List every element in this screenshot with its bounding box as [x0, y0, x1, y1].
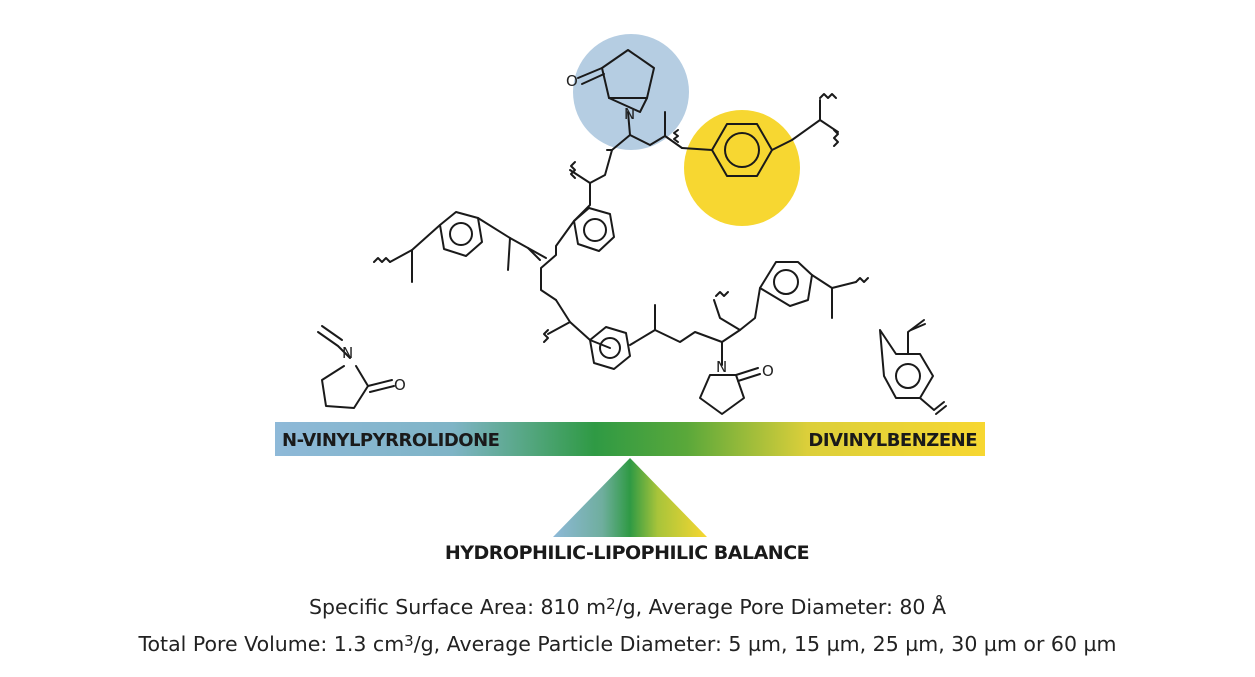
oxygen-atom-monomer: O [394, 376, 406, 394]
specs-line-1-prefix: Specific Surface Area: 810 m [308, 595, 607, 619]
specs-line-2-suffix: /g, Average Particle Diameter: 5 µm, 15 … [413, 632, 1117, 656]
balance-triangle [553, 458, 707, 537]
n-vinylpyrrolidone-label: N-VINYLPYRROLIDONE [282, 430, 499, 451]
polymer-backbone [317, 49, 947, 415]
dvb-monomer [879, 329, 934, 399]
benzene-ring-lower [589, 326, 631, 370]
benzene-ring-center [573, 207, 615, 252]
benzene-ring-left [439, 211, 483, 257]
oxygen-atom-top: O [566, 72, 578, 90]
pyrrolidone-ring-bottom [699, 374, 745, 415]
nvp-monomer [317, 331, 351, 359]
divinylbenzene-label: DIVINYLBENZENE [808, 430, 977, 451]
oxygen-atom-bottom: O [762, 362, 774, 380]
balance-label: HYDROPHILIC-LIPOPHILIC BALANCE [445, 542, 809, 564]
nitrogen-atom-bottom: N [716, 358, 727, 376]
nitrogen-atom-monomer: N [342, 344, 353, 362]
hlb-gradient-bar [275, 422, 985, 456]
benzene-ring-lower-right [759, 261, 813, 307]
specs-line-2-prefix: Total Pore Volume: 1.3 cm [138, 632, 405, 656]
specs-line-2-sup: 3 [404, 632, 414, 650]
specs-line-1-sup: 2 [606, 595, 616, 613]
specs-line-1-suffix: /g, Average Pore Diameter: 80 Å [615, 595, 946, 619]
pyrrolidone-highlight-circle [573, 34, 689, 150]
pyrrolidone-ring-top [601, 49, 655, 99]
specs-line-1: Specific Surface Area: 810 m2/g, Average… [0, 595, 1255, 619]
nitrogen-atom-top: N [624, 105, 635, 123]
specs-line-2: Total Pore Volume: 1.3 cm3/g, Average Pa… [0, 632, 1255, 656]
